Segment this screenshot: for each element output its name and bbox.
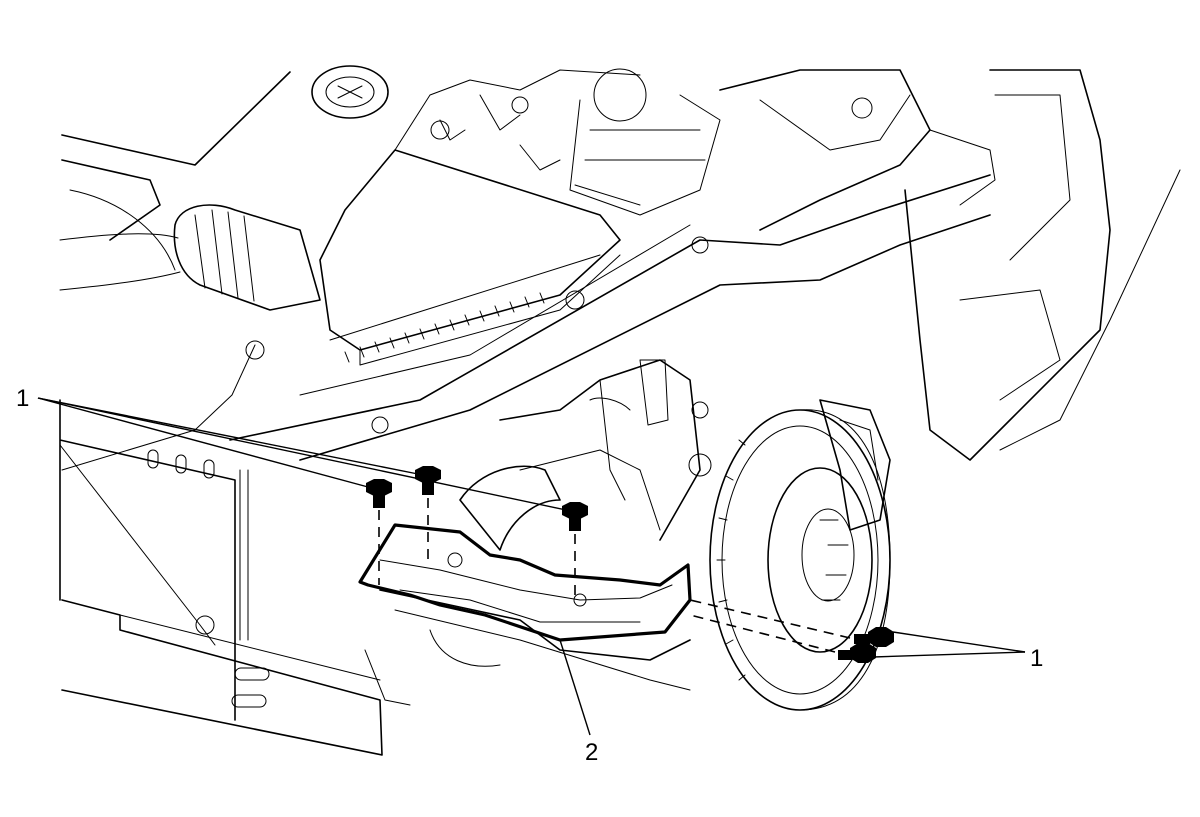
bolt-right-upper-icon	[689, 599, 894, 647]
bolt-center-icon	[562, 502, 588, 600]
lower-brace	[358, 523, 692, 642]
leader-lines	[37, 397, 1026, 736]
callout-2-label: 2	[585, 739, 598, 766]
engine-bay-background	[59, 65, 1181, 756]
bolt-left-icon	[366, 479, 392, 585]
bolts-group	[366, 466, 894, 663]
callout-1-right-label: 1	[1030, 645, 1043, 672]
callout-1-left-label: 1	[16, 385, 29, 412]
bolt-right-lower-icon	[689, 614, 876, 663]
